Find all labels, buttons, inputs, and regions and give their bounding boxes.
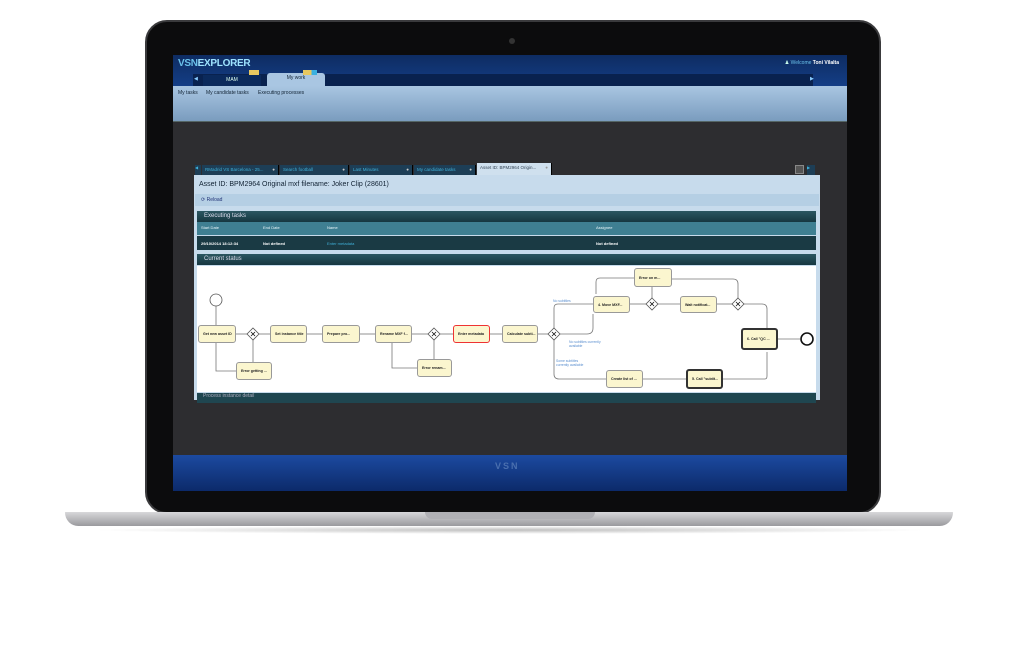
laptop-base — [65, 512, 953, 526]
tabs-scroll-left[interactable]: ◀ — [195, 165, 201, 175]
link-executing-processes[interactable]: Executing processes — [258, 90, 305, 96]
task-enter-metadata-active[interactable]: Enter metadata — [453, 325, 490, 343]
task-rename[interactable]: Rename MXF f... — [375, 325, 412, 343]
table-header — [197, 222, 816, 235]
task-call-qc[interactable]: 6. Call "QC ... — [741, 328, 778, 350]
user-name: Toni Vilalta — [812, 60, 839, 66]
tab-label: Search football — [283, 167, 314, 172]
col-end-date[interactable]: End Date — [263, 225, 280, 230]
task-calculate[interactable]: Calculate subti... — [502, 325, 538, 343]
tab-badge — [303, 70, 317, 75]
scroll-right-icon[interactable]: ▶ — [810, 76, 814, 82]
footer-logo: VSN — [495, 461, 520, 471]
camera — [509, 38, 515, 44]
tab-mam[interactable]: MAM — [203, 75, 261, 86]
task-call-subtitles[interactable]: 5. Call "subtit... — [686, 369, 723, 389]
close-icon[interactable]: ● — [469, 167, 472, 172]
logo-vsn: VSN — [178, 58, 198, 69]
task-link[interactable]: Enter metadata — [327, 241, 355, 246]
tab-my-work[interactable]: My work — [267, 73, 325, 86]
reload-button[interactable]: ⟳ Reload — [195, 194, 819, 206]
task-move-mxf[interactable]: 4. Move MXF... — [593, 296, 630, 313]
task-wait-notification[interactable]: Wait notificat... — [680, 296, 717, 313]
close-icon[interactable]: ● — [545, 165, 548, 170]
current-status-header: Current status — [197, 254, 816, 265]
task-get-asset[interactable]: Get new asset ID — [198, 325, 236, 343]
welcome-user[interactable]: ♟ Welcome Toni Vilalta — [784, 60, 839, 66]
col-name[interactable]: Name — [327, 225, 338, 230]
tabs-scroll-right[interactable]: ▶ — [807, 165, 815, 175]
app-logo: VSNEXPLORER — [178, 58, 251, 69]
task-create-list[interactable]: Create list of ... — [606, 370, 643, 388]
cell-start-date: 29/10/2014 18:12:34 — [201, 241, 239, 246]
start-event — [209, 293, 223, 307]
cell-end-date: Not defined — [263, 241, 285, 246]
end-event — [800, 332, 814, 346]
tab-label: Asset ID: BPM2964 Origin... — [480, 165, 537, 170]
laptop-shadow — [90, 526, 930, 534]
task-error-move[interactable]: Error on m... — [634, 268, 672, 287]
cell-assignee: Not defined — [596, 241, 618, 246]
scroll-left-icon[interactable]: ◀ — [194, 76, 198, 82]
link-my-tasks[interactable]: My tasks — [178, 90, 198, 96]
task-prepare[interactable]: Prepare pro... — [322, 325, 360, 343]
tab-label: My candidate tasks — [417, 167, 456, 172]
gateway-x-icons — [250, 301, 741, 337]
task-error-getting[interactable]: Error getting ... — [236, 362, 272, 380]
screen: VSNEXPLORER ♟ Welcome Toni Vilalta ◀ ▶ M… — [173, 55, 847, 491]
close-icon[interactable]: ● — [272, 167, 275, 172]
process-diagram: Get new asset ID Error getting ... Set i… — [197, 266, 816, 392]
asset-title: Asset ID: BPM2964 Original mxf filename:… — [199, 181, 389, 188]
main-tab-strip — [193, 74, 813, 86]
executing-tasks-header: Executing tasks — [197, 211, 816, 222]
doc-tab[interactable]: My candidate tasks ● — [414, 165, 476, 175]
tab-label: Last Minutes — [353, 167, 379, 172]
tab-label: RMadrid VS Barcelona - 25... — [205, 167, 264, 172]
close-icon[interactable]: ● — [342, 167, 345, 172]
close-icon[interactable]: ● — [406, 167, 409, 172]
welcome-label: Welcome — [790, 60, 812, 66]
sub-nav-bar — [173, 86, 847, 122]
reload-label: Reload — [206, 197, 223, 203]
logo-explorer: EXPLORER — [197, 58, 251, 69]
table-row[interactable] — [197, 236, 816, 250]
process-detail-header[interactable]: Process instance detail — [197, 393, 816, 403]
laptop-notch — [425, 512, 595, 519]
tab-list-icon[interactable] — [795, 165, 804, 174]
footer — [173, 455, 847, 491]
tab-badge — [249, 70, 259, 75]
link-candidate-tasks[interactable]: My candidate tasks — [206, 90, 249, 96]
task-error-rename[interactable]: Error renam... — [417, 359, 452, 377]
doc-tab-active[interactable]: Asset ID: BPM2964 Origin... ● — [477, 163, 552, 175]
doc-tab[interactable]: Last Minutes ● — [350, 165, 413, 175]
doc-tab[interactable]: RMadrid VS Barcelona - 25... ● — [202, 165, 279, 175]
doc-tab[interactable]: Search football ● — [280, 165, 349, 175]
task-set-title[interactable]: Set instance title — [270, 325, 307, 343]
col-assignee[interactable]: Assignee — [596, 225, 613, 230]
flow-label-no-subtitles-available: No subtitles currently available — [569, 340, 601, 348]
col-start-date[interactable]: Start Date — [201, 225, 220, 230]
flow-label-no-subtitles: No subtitles — [553, 299, 571, 303]
flow-connectors — [209, 277, 814, 380]
flow-label-some-subtitles: Some subtitles currently available — [556, 359, 584, 367]
